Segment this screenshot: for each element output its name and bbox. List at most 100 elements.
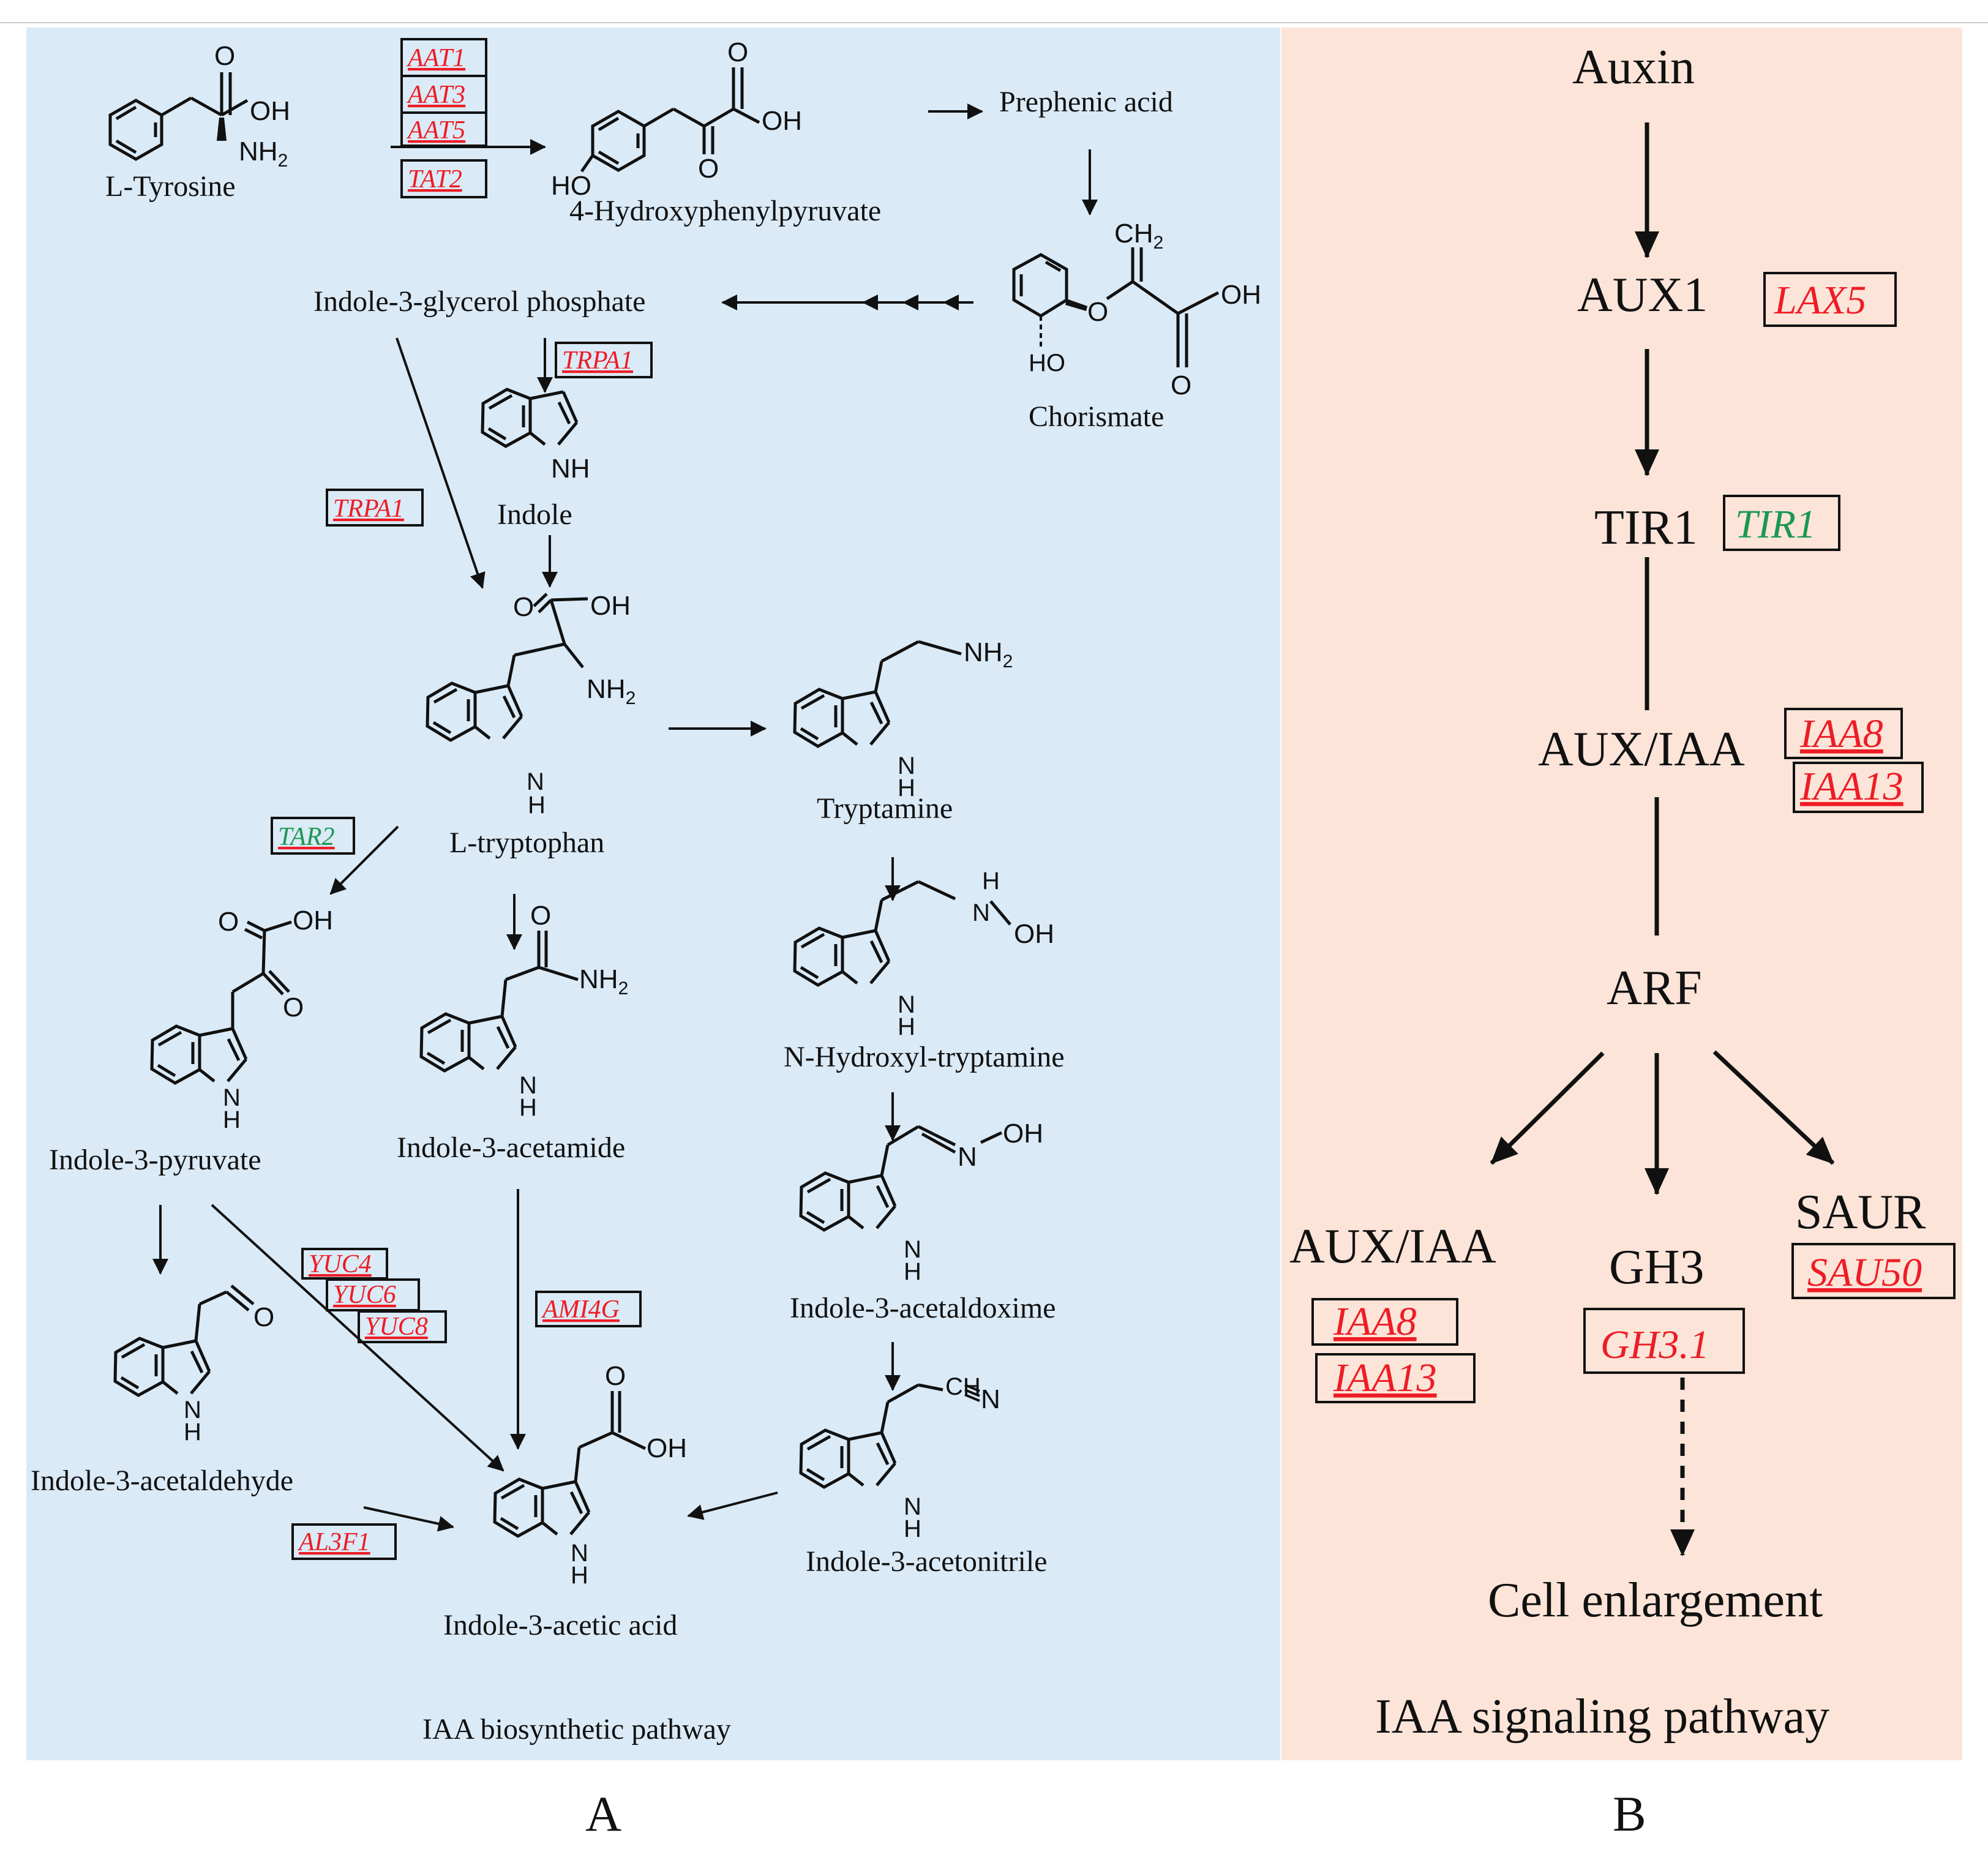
- gene-box-iaa8-top: [1784, 708, 1903, 759]
- iaa-oh-label: OH: [647, 1433, 687, 1463]
- node-arf: ARF: [1607, 961, 1702, 1015]
- chor-ch2-label: CH2: [1114, 219, 1163, 253]
- trp-o-label: O: [513, 592, 534, 622]
- label-indole-pyruvate: Indole-3-pyruvate: [49, 1144, 261, 1176]
- hpp-o-top-label: O: [727, 37, 748, 67]
- gene-iaa13-top: IAA13: [1799, 764, 1904, 809]
- nht-oh-label: OH: [1014, 919, 1054, 949]
- iaox-n-label: N: [958, 1142, 977, 1172]
- gene-box-sau50: [1791, 1243, 1956, 1299]
- gene-box-tir1: [1723, 495, 1840, 551]
- label-indole-glycerol-phosphate: Indole-3-glycerol phosphate: [313, 285, 645, 318]
- gene-sau50: SAU50: [1807, 1250, 1922, 1295]
- gene-box-tar2: [271, 817, 355, 855]
- gene-ami4g: AMI4G: [541, 1296, 620, 1324]
- label-indole-acetamide: Indole-3-acetamide: [397, 1131, 625, 1164]
- label-indole: Indole: [497, 498, 572, 531]
- gene-box-tat2: [400, 159, 487, 198]
- iaa-n-label: N: [571, 1540, 588, 1567]
- structure-indole-acetonitrile: CH N N H: [801, 1373, 1000, 1542]
- trp-n-label: N: [527, 768, 544, 795]
- ipa-n-label: N: [223, 1084, 241, 1111]
- label-prephenic-acid: Prephenic acid: [999, 86, 1173, 118]
- arrow-arf-to-saur: [1712, 1050, 1835, 1165]
- iald-o-label: O: [253, 1302, 274, 1332]
- gene-box-aat5: [400, 111, 487, 147]
- node-aux-iaa-output: AUX/IAA: [1289, 1220, 1496, 1273]
- iam-h-label: H: [519, 1094, 537, 1121]
- gene-box-yuc8: [358, 1310, 447, 1343]
- label-n-hydroxyl-tryptamine: N-Hydroxyl-tryptamine: [784, 1041, 1065, 1073]
- tyr-o-label: O: [214, 41, 235, 71]
- gene-box-trpa1-tryptophan: [326, 489, 424, 527]
- iam-n-label: N: [519, 1072, 537, 1099]
- ipa-h-label: H: [223, 1106, 241, 1133]
- tyr-oh-label: OH: [250, 96, 290, 126]
- panel-a-background: [26, 28, 1280, 1760]
- chor-oh-label: OH: [1221, 280, 1261, 310]
- gene-box-trpa1-indole: [555, 342, 653, 378]
- arrow-ian-to-iaa: [687, 1491, 778, 1520]
- gene-box-lax5: [1763, 272, 1897, 327]
- gene-trpa1-tryptophan: TRPA1: [333, 495, 404, 523]
- gene-iaa8-top: IAA8: [1799, 711, 1883, 756]
- gene-box-iaa8-bottom: [1311, 1298, 1458, 1346]
- structure-l-tyrosine: O OH NH2: [110, 41, 290, 171]
- ipa-o1-label: O: [218, 907, 239, 937]
- iaox-indole-n-label: N: [904, 1236, 921, 1263]
- label-indole-acetonitrile: Indole-3-acetonitrile: [806, 1545, 1047, 1578]
- gene-aat1: AAT1: [406, 44, 465, 72]
- iam-nh2-label: NH2: [579, 964, 628, 999]
- node-aux-iaa: AUX/IAA: [1538, 722, 1745, 776]
- tryptamine-h-label: H: [898, 774, 915, 801]
- chor-ho-label: HO: [1029, 350, 1065, 377]
- ian-indole-n-label: N: [904, 1493, 921, 1520]
- gene-box-al3f1: [291, 1523, 397, 1560]
- chor-o-ether-label: O: [1087, 297, 1108, 327]
- label-l-tyrosine: L-Tyrosine: [105, 170, 236, 203]
- arrow-trp-to-ipa: [329, 825, 399, 895]
- node-tir1: TIR1: [1594, 501, 1698, 555]
- gene-aat3: AAT3: [406, 81, 465, 109]
- iaox-oh-label: OH: [1003, 1119, 1043, 1149]
- panel-label-b: B: [1613, 1786, 1646, 1842]
- structure-indole-pyruvate: O OH O N H: [152, 906, 333, 1133]
- trp-h-label: H: [528, 792, 546, 819]
- panel-a-arrows: [152, 103, 1098, 1532]
- gene-box-ami4g: [535, 1291, 642, 1327]
- iald-n-label: N: [184, 1397, 201, 1423]
- node-auxin: Auxin: [1572, 40, 1695, 94]
- structure-tryptamine: NH2 N H: [795, 637, 1013, 801]
- structure-indole-acetamide: O NH2 N H: [421, 901, 628, 1121]
- hpp-ho-label: HO: [551, 171, 591, 201]
- gene-tir1: TIR1: [1735, 502, 1816, 547]
- panel-b-arrows: [1490, 122, 1835, 1556]
- iaa-o-label: O: [605, 1361, 626, 1391]
- iaox-indole-h-label: H: [904, 1258, 921, 1285]
- structure-chorismate: HO O CH2 OH O: [1012, 219, 1261, 400]
- structure-hydroxyphenylpyruvate: HO O O OH: [551, 37, 802, 201]
- gene-tat2: TAT2: [408, 165, 462, 193]
- iam-o-label: O: [530, 901, 551, 931]
- nht-indole-h-label: H: [898, 1013, 915, 1040]
- gene-yuc6: YUC6: [333, 1281, 396, 1309]
- ipa-o2-label: O: [283, 992, 304, 1022]
- structure-indole-acetaldehyde: O N H: [115, 1285, 274, 1446]
- node-saur: SAUR: [1795, 1185, 1926, 1239]
- trp-nh2-label: NH2: [587, 674, 636, 708]
- arrow-iald-to-iaa: [363, 1506, 454, 1532]
- ian-c-label: CH: [945, 1373, 981, 1400]
- panel-b-caption: IAA signaling pathway: [1375, 1690, 1829, 1744]
- label-tryptamine: Tryptamine: [817, 792, 953, 825]
- label-indole-acetaldehyde: Indole-3-acetaldehyde: [31, 1465, 293, 1497]
- tryptamine-n-label: N: [898, 752, 915, 779]
- gene-box-gh3-1: [1583, 1308, 1745, 1374]
- structure-l-tryptophan: O OH NH2 H N: [427, 591, 636, 819]
- label-indole-acetic-acid: Indole-3-acetic acid: [443, 1609, 677, 1641]
- gene-box-iaa13-top: [1793, 762, 1924, 813]
- trp-oh-label: OH: [590, 591, 631, 621]
- gene-yuc8: YUC8: [365, 1313, 428, 1341]
- gene-gh3-1: GH3.1: [1600, 1322, 1709, 1367]
- iald-h-label: H: [184, 1419, 201, 1446]
